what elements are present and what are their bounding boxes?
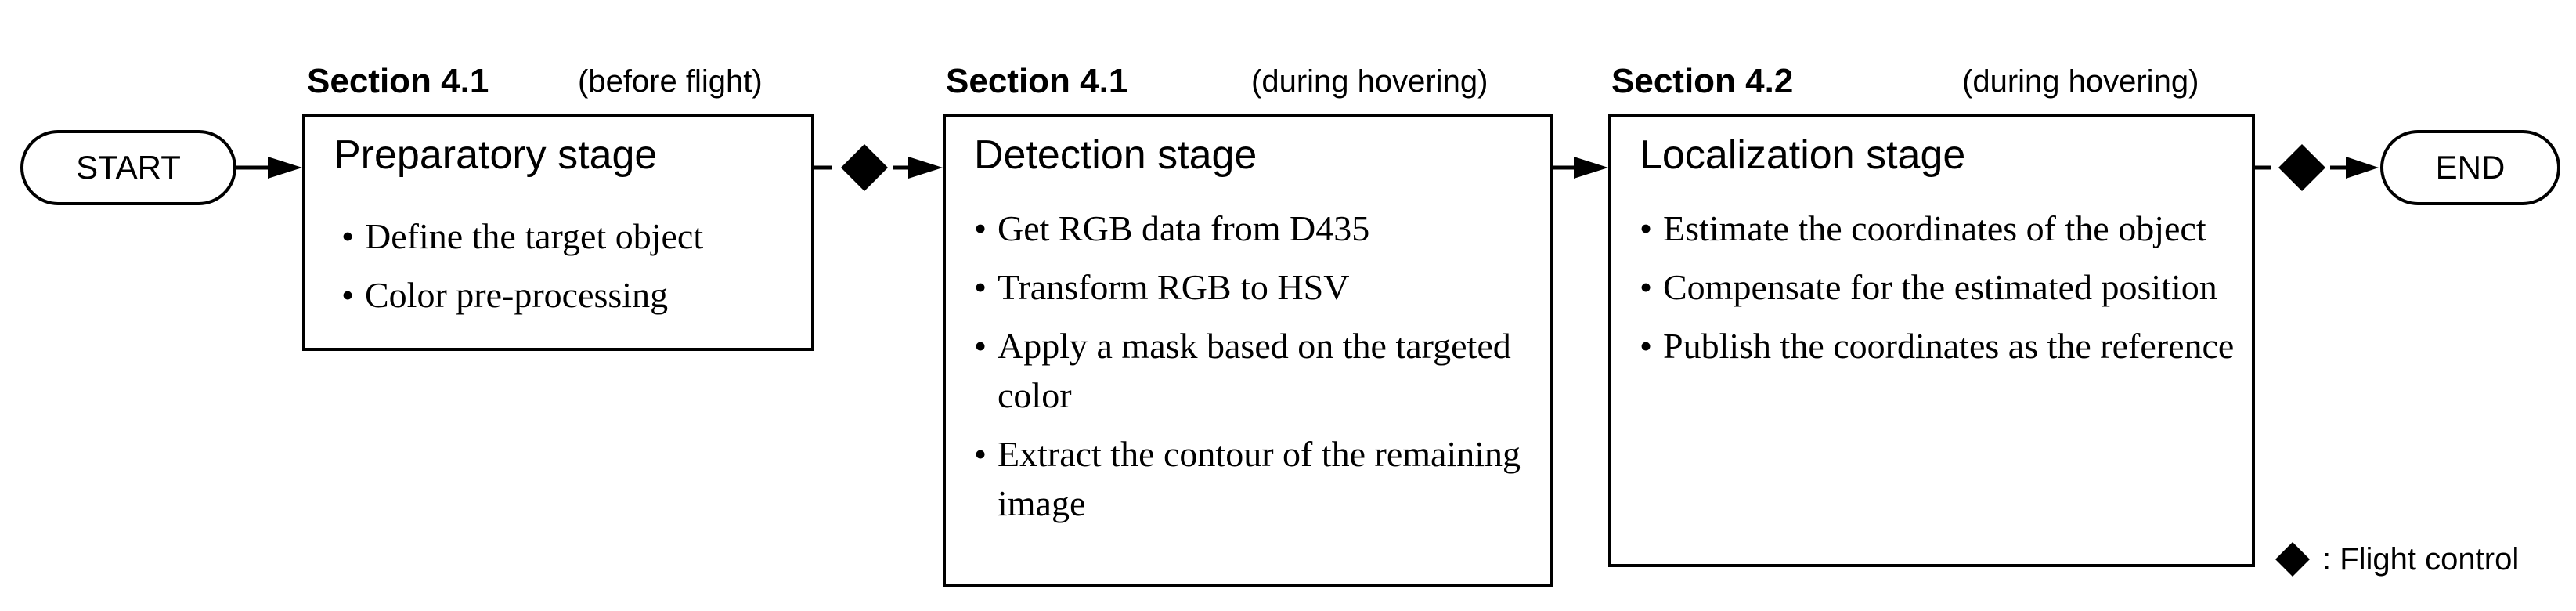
stage-1-section-heading: Section 4.1 [307,62,489,100]
stage-1-phase-note: (before flight) [578,64,763,99]
preparatory-stage-box: Preparatory stage Define the target obje… [302,114,814,351]
diamond-icon [2275,542,2310,577]
legend-label: : Flight control [2322,542,2520,577]
arrowhead-end [2346,157,2379,179]
stage-2-title: Detection stage [974,132,1257,178]
arrowhead-detection [908,157,943,179]
start-terminal: START [20,130,236,205]
flight-control-diamond-2 [2278,144,2325,191]
stage-3-title: Localization stage [1640,132,1966,178]
detection-stage-box: Detection stage Get RGB data from D435 T… [943,114,1553,588]
stage-1-bullet-list: Define the target object Color pre-proce… [341,212,703,329]
stage-3-phase-note: (during hovering) [1962,64,2199,99]
stage-3-section-heading: Section 4.2 [1611,62,1794,100]
end-terminal: END [2380,130,2560,205]
arrowhead-localization [1574,157,1608,179]
stage-2-section-heading: Section 4.1 [946,62,1128,100]
flight-control-diamond-1 [841,144,888,191]
list-item: Publish the coordinates as the reference [1640,321,2242,371]
stage-3-bullet-list: Estimate the coordinates of the object C… [1640,204,2242,380]
list-item: Extract the contour of the remaining ima… [974,429,1538,528]
list-item: Apply a mask based on the targeted color [974,321,1538,420]
list-item: Color pre-processing [341,270,703,320]
stage-2-phase-note: (during hovering) [1251,64,1488,99]
list-item: Compensate for the estimated position [1640,262,2242,312]
arrowhead-preparatory [268,157,302,179]
list-item: Estimate the coordinates of the object [1640,204,2242,253]
stage-1-title: Preparatory stage [334,132,658,178]
end-label: END [2435,149,2506,186]
start-label: START [76,149,181,186]
list-item: Define the target object [341,212,703,261]
list-item: Transform RGB to HSV [974,262,1538,312]
localization-stage-box: Localization stage Estimate the coordina… [1608,114,2255,567]
stage-2-bullet-list: Get RGB data from D435 Transform RGB to … [974,204,1538,537]
list-item: Get RGB data from D435 [974,204,1538,253]
